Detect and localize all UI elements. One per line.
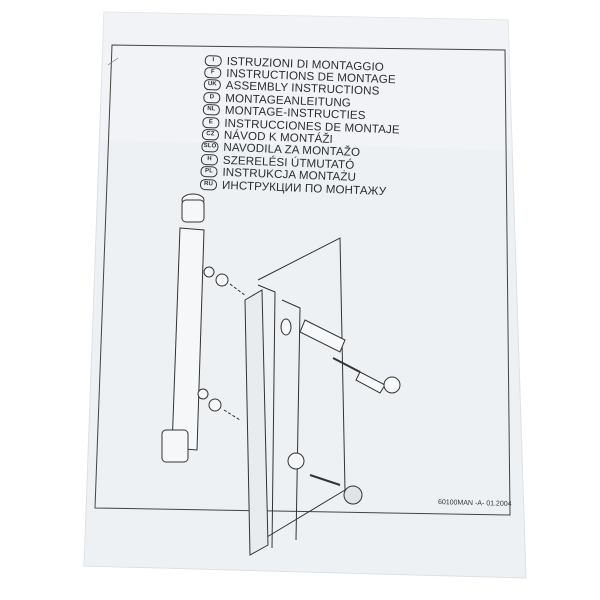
bottom-cap xyxy=(161,429,189,463)
language-badge: D xyxy=(203,91,221,104)
language-badge: SLO xyxy=(201,141,219,154)
language-badge: UK xyxy=(203,79,222,92)
language-badge: RU xyxy=(199,178,218,191)
handle-drawing xyxy=(161,193,247,463)
language-badge: I xyxy=(204,54,222,67)
cap-top xyxy=(383,376,401,394)
handle-bar xyxy=(171,227,205,451)
fixing-parts-drawing xyxy=(280,318,401,505)
language-badge: F xyxy=(204,67,222,79)
cap-bottom xyxy=(343,485,363,505)
washer xyxy=(287,452,305,470)
language-badge: E xyxy=(202,116,220,129)
fold-line xyxy=(107,57,119,66)
sleeve xyxy=(299,319,346,353)
language-badge: H xyxy=(200,153,219,166)
screw-bottom xyxy=(208,398,222,412)
language-badge: CZ xyxy=(201,128,220,141)
screw-top xyxy=(215,273,229,287)
language-badge: NL xyxy=(202,104,221,116)
language-badge: PL xyxy=(200,166,218,178)
page-border xyxy=(94,44,511,516)
